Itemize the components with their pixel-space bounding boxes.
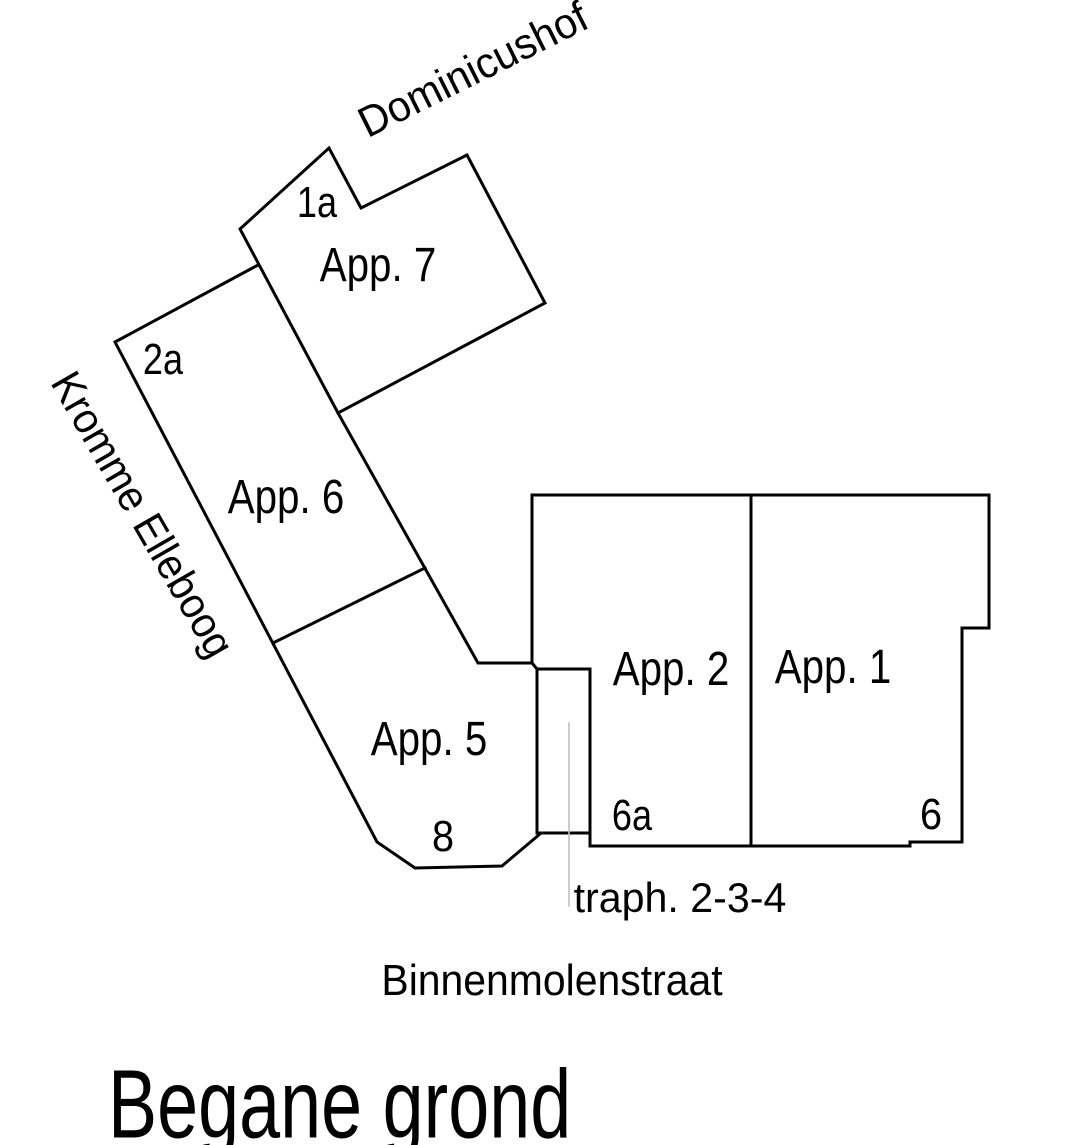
apartment-label-app6: App. 6 (227, 471, 345, 524)
house-number-1a: 1a (296, 178, 338, 227)
house-number-8: 8 (431, 812, 455, 861)
apartment-label-app1: App. 1 (774, 641, 892, 694)
house-number-6: 6 (919, 790, 943, 839)
stairwell-label: traph. 2-3-4 (573, 874, 787, 921)
app2-app1-outline (530, 493, 991, 848)
house-number-2a: 2a (142, 335, 184, 384)
stairwell-outline (535, 667, 592, 835)
app6-app5-east-edge (335, 410, 534, 665)
west-boundary-outline (112, 262, 543, 870)
apartment-label-app2: App. 2 (612, 643, 730, 696)
floor-title: Begane grond (108, 1049, 572, 1145)
house-number-6a: 6a (611, 791, 653, 840)
app6-app5-divider (270, 565, 428, 646)
apartment-label-app5: App. 5 (370, 713, 488, 766)
apartment-label-app7: App. 7 (319, 239, 437, 292)
street-label-binnenmolenstraat: Binnenmolenstraat (381, 956, 723, 1005)
